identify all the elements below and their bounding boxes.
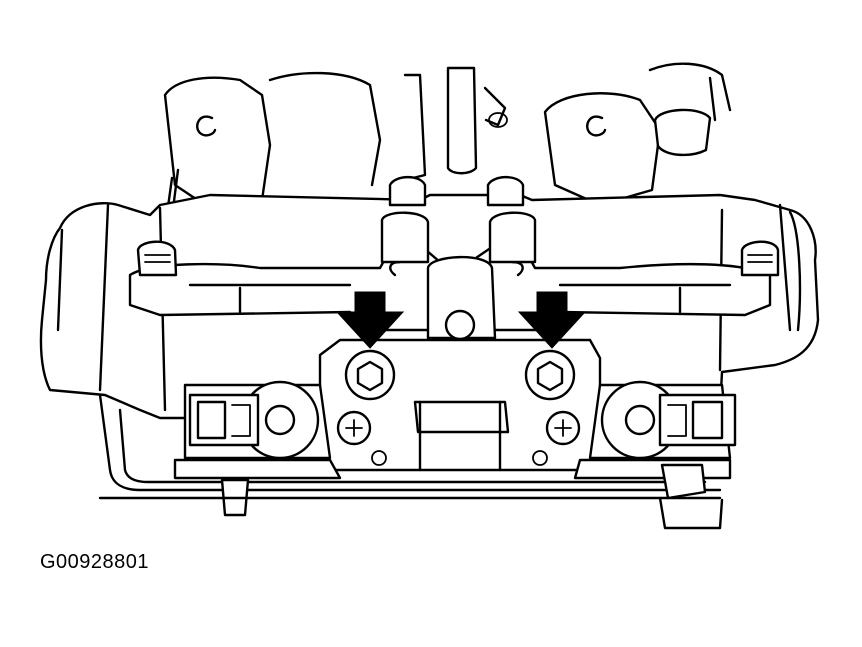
upper-nuts <box>136 175 780 277</box>
right-injector <box>545 380 737 460</box>
left-injector <box>183 380 372 460</box>
down-arrow-icon <box>517 291 587 349</box>
fuel-rail <box>98 393 732 530</box>
right-bolt <box>524 349 576 401</box>
left-bolt <box>344 349 396 401</box>
intake-manifold <box>160 62 732 252</box>
down-arrow-icon <box>335 291 405 349</box>
figure-code: G00928801 <box>40 551 150 573</box>
